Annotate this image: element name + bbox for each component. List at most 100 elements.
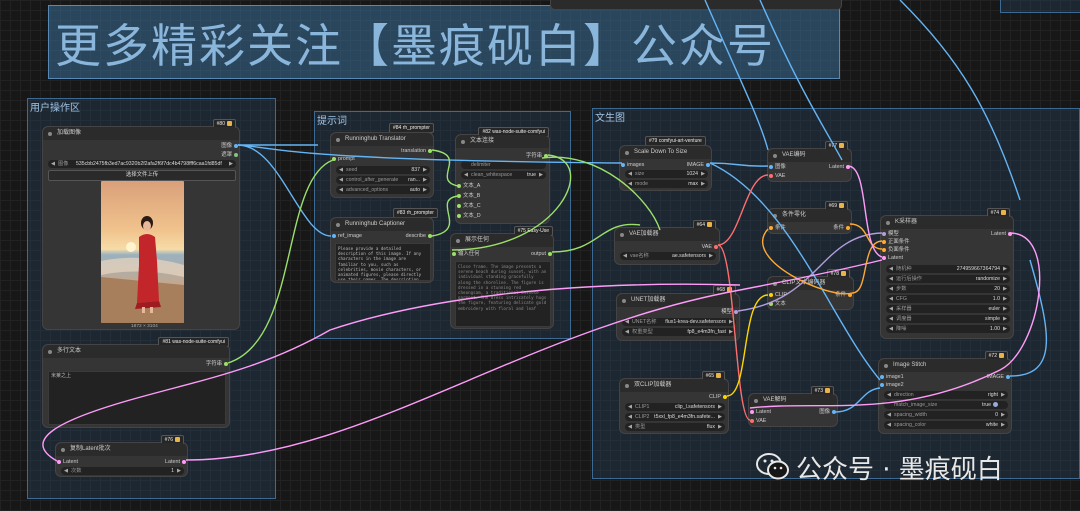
input-vae[interactable]: VAE bbox=[749, 417, 766, 425]
output-model[interactable]: 模型 bbox=[721, 308, 739, 316]
node-show-any[interactable]: #75 Easy-Use 展示任何 输入任何 output Close fram… bbox=[450, 226, 554, 329]
input-latent[interactable]: Latent bbox=[56, 458, 78, 466]
output-describe[interactable]: describe bbox=[406, 232, 433, 240]
input-any[interactable]: 输入任何 bbox=[451, 250, 480, 258]
input-ref-image[interactable]: ref_image bbox=[331, 232, 362, 240]
input-text-d[interactable]: 文本_D bbox=[456, 212, 481, 220]
input-text-a[interactable]: 文本_A bbox=[456, 182, 480, 190]
node-title[interactable]: K采样器 bbox=[881, 216, 1013, 229]
banner[interactable]: 更多精彩关注【墨痕砚白】公众号 bbox=[48, 5, 840, 79]
input-negative[interactable]: 负面条件 bbox=[881, 246, 910, 254]
output-clip[interactable]: CLIP bbox=[709, 393, 728, 401]
node-title[interactable]: VAE加载器 bbox=[615, 228, 719, 241]
node-title[interactable]: 加载图像 bbox=[43, 127, 239, 140]
node-multiline-text[interactable]: #81 was-node-suite-comfyui 多行文本 字符串 米莱之上 bbox=[42, 337, 230, 428]
node-title[interactable]: Scale Down To Size bbox=[620, 146, 711, 159]
output-conditioning[interactable]: 条件 bbox=[835, 291, 853, 299]
node-title[interactable]: Runninghub Captioner bbox=[331, 218, 433, 231]
input-latent[interactable]: Latent bbox=[881, 254, 903, 262]
output-translation[interactable]: translation bbox=[401, 147, 433, 155]
node-image-stitch[interactable]: #72 Image Stitch image1 image2 IMAGE ◀di… bbox=[878, 351, 1012, 434]
input-text-c[interactable]: 文本_C bbox=[456, 202, 481, 210]
input-images[interactable]: images bbox=[620, 161, 644, 169]
input-prompt[interactable]: prompt bbox=[331, 155, 355, 163]
node-runninghub-captioner[interactable]: Runninghub Captioner ref_image describe … bbox=[330, 217, 434, 283]
input-conditioning[interactable]: 条件 bbox=[768, 224, 786, 232]
node-title[interactable]: UNET加载器 bbox=[617, 294, 739, 307]
output-latent[interactable]: Latent bbox=[991, 230, 1013, 238]
output-image[interactable]: IMAGE bbox=[687, 161, 711, 169]
output-vae[interactable]: VAE bbox=[702, 243, 719, 251]
node-title[interactable]: Image Stitch bbox=[879, 359, 1011, 372]
input-clip[interactable]: CLIP bbox=[768, 291, 787, 299]
node-title[interactable]: 展示任何 bbox=[451, 234, 553, 247]
output-string[interactable]: 字符串 bbox=[526, 152, 549, 160]
node-text-concat[interactable]: #82 was-node-suite-comfyui 文本连接 字符串 deli… bbox=[455, 127, 550, 224]
node-vae-decode[interactable]: #73 VAE解码 Latent VAE 图像 bbox=[748, 386, 838, 427]
output-image[interactable]: 图像 bbox=[221, 142, 239, 150]
node-vae-encode[interactable]: #77 VAE编码 图像 VAE Latent bbox=[767, 141, 852, 182]
show-any-text[interactable]: Close frame. The image presents a serene… bbox=[455, 261, 551, 327]
input-text-b[interactable]: 文本_B bbox=[456, 192, 480, 200]
node-title[interactable]: 条件零化 bbox=[768, 209, 851, 222]
image-select-widget[interactable]: ◀图像 535cbb2475fb3ed7ac9320b2f2afa2f6f7dc… bbox=[48, 160, 236, 168]
caption-prompt-text[interactable]: Please provide a detailed description of… bbox=[335, 243, 431, 281]
output-any[interactable]: output bbox=[531, 250, 553, 258]
input-text[interactable]: 文本 bbox=[768, 300, 786, 308]
node-title[interactable]: VAE解码 bbox=[749, 394, 837, 407]
input-image1[interactable]: image1 bbox=[879, 373, 904, 381]
node-runninghub-translator[interactable]: Runninghub Translator prompt translation… bbox=[330, 132, 434, 198]
node-title[interactable]: VAE编码 bbox=[768, 149, 851, 162]
output-latent[interactable]: Latent bbox=[165, 458, 187, 466]
node-load-image[interactable]: #80 加载图像 图像 遮罩 ◀图像 535cbb2475fb3ed7ac932… bbox=[42, 119, 240, 330]
output-mask[interactable]: 遮罩 bbox=[221, 151, 239, 159]
node-title[interactable]: 文本连接 bbox=[456, 135, 549, 148]
node-ksampler[interactable]: #74 K采样器 模型 正面条件 负面条件 Latent Latent ◀随机种… bbox=[880, 208, 1014, 339]
input-vae[interactable]: VAE bbox=[768, 172, 785, 180]
input-image2[interactable]: image2 bbox=[879, 381, 904, 389]
node-title[interactable]: 复制Latent批次 bbox=[56, 443, 187, 456]
output-image[interactable]: 图像 bbox=[819, 408, 837, 416]
node-title[interactable]: 多行文本 bbox=[43, 345, 229, 358]
input-positive[interactable]: 正面条件 bbox=[881, 238, 910, 246]
output-latent[interactable]: Latent bbox=[829, 163, 851, 171]
input-latent[interactable]: Latent bbox=[749, 408, 771, 416]
upload-button[interactable]: 选择文件上传 bbox=[48, 170, 236, 181]
output-string[interactable]: 字符串 bbox=[206, 360, 229, 368]
delimiter-widget[interactable]: delimiter bbox=[461, 161, 546, 169]
node-title[interactable]: 双CLIP加载器 bbox=[620, 379, 728, 392]
node-title[interactable]: Runninghub Translator bbox=[331, 133, 433, 146]
input-model[interactable]: 模型 bbox=[881, 230, 899, 238]
output-conditioning[interactable]: 条件 bbox=[833, 224, 851, 232]
input-image[interactable]: 图像 bbox=[768, 163, 786, 171]
